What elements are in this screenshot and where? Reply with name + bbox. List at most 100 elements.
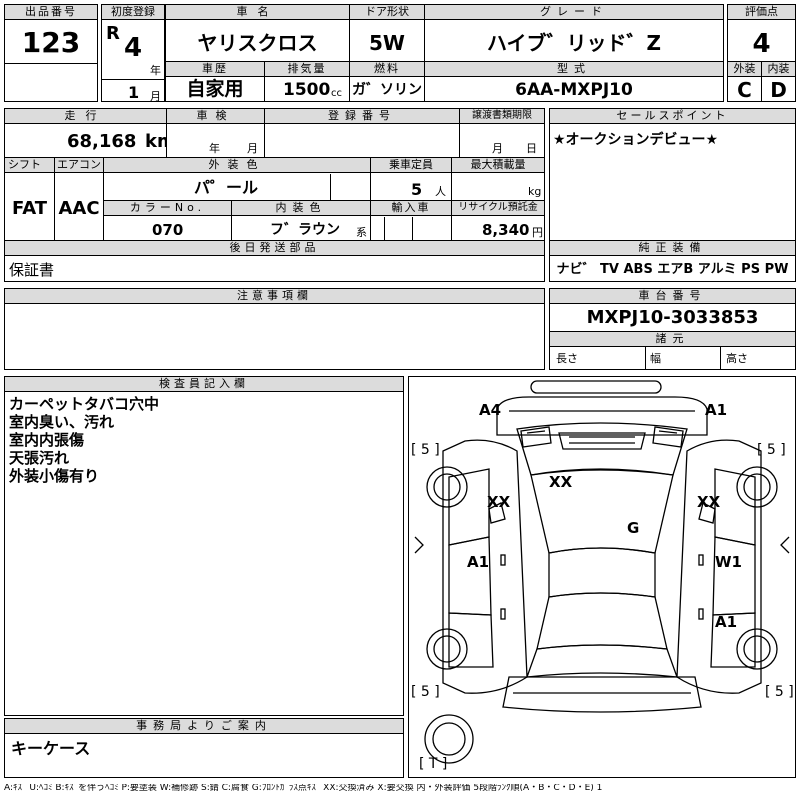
grade: ハイブ゛リッド゛Z xyxy=(486,31,662,55)
code-bracket-5-tl: [ 5 ] xyxy=(411,442,440,458)
code-xx-left: XX xyxy=(487,493,511,511)
later-parts-box: 後日発送部品 保証書 xyxy=(4,240,545,282)
inspector-note: カーペットタバコ穴中 xyxy=(9,395,160,413)
recycle-unit: 円 xyxy=(532,226,543,239)
interior-color-unit: 系 xyxy=(356,226,367,239)
code-bracket-t: [ T ] xyxy=(419,756,448,772)
capacity-unit: 人 xyxy=(435,185,446,198)
inspection-month-unit: 月 xyxy=(247,142,258,155)
interior-label: 内装 xyxy=(762,62,795,77)
office-label: 事務局よりご案内 xyxy=(5,719,403,734)
selling-point-label: セールスポイント xyxy=(550,109,795,124)
later-parts: 保証書 xyxy=(9,261,55,279)
score-label: 評価点 xyxy=(728,5,795,20)
legend: A:ｷｽﾞ U:ﾍｺﾐ B:ｷｽﾞを伴うﾍｺﾐ P:要塗装 W:補修跡 S:錆 … xyxy=(4,784,603,793)
color-number-box: カラーNo. 070 xyxy=(103,200,232,241)
inspector-note: 外装小傷有り xyxy=(9,467,100,485)
displacement-box: 排気量 1500 cc xyxy=(264,61,350,102)
mileage-label: 走行 xyxy=(5,109,166,124)
equipment: ナビ゛ TV ABS エアB アルミ PS PW xyxy=(556,262,789,277)
lot-number-label: 出品番号 xyxy=(5,5,97,20)
capacity-box: 乗車定員 5 人 xyxy=(370,157,452,201)
score: 4 xyxy=(752,29,771,59)
transfer-month-unit: 月 xyxy=(492,142,503,155)
inspector-note: 室内内張傷 xyxy=(9,431,85,449)
lot-number-box: 出品番号 123 xyxy=(4,4,98,102)
lot-number: 123 xyxy=(21,26,81,59)
code-a4: A4 xyxy=(479,401,502,419)
inspection-year-unit: 年 xyxy=(209,142,220,155)
max-load-label: 最大積載量 xyxy=(452,158,544,173)
registration-month: 1 xyxy=(128,83,140,102)
model-box: 型式 6AA-MXPJ10 xyxy=(424,61,724,102)
capacity-label: 乗車定員 xyxy=(371,158,451,173)
shift: FAT xyxy=(11,198,48,219)
car-outline xyxy=(414,380,790,764)
code-xx-roof: XX xyxy=(549,473,573,491)
car-name-box: 車名 ヤリスクロス xyxy=(165,4,350,62)
transfer-day-unit: 日 xyxy=(526,142,537,155)
displacement-unit: cc xyxy=(331,88,342,99)
code-a1-left: A1 xyxy=(467,553,490,571)
interior-color-box: 内装色 フ゛ラウン 系 xyxy=(231,200,371,241)
import-box: 輸入車 xyxy=(370,200,452,241)
grade-label: グレード xyxy=(425,5,723,20)
color-number: 070 xyxy=(152,221,184,239)
ac-box: エアコン AAC xyxy=(54,157,104,241)
code-g: G xyxy=(627,519,640,537)
registration-number-label: 登録番号 xyxy=(265,109,459,124)
fuel-box: 燃料 ガ゛ソリン xyxy=(349,61,425,102)
fuel-label: 燃料 xyxy=(350,62,424,77)
chassis-label: 車台番号 xyxy=(550,289,795,304)
shift-label: シフト xyxy=(5,158,54,173)
exterior-color: パ゜ール xyxy=(194,178,259,197)
code-w1: W1 xyxy=(715,553,742,571)
specs-label: 諸元 xyxy=(550,331,795,347)
spec-height: 高さ xyxy=(726,352,748,365)
score-box: 評価点 4 xyxy=(727,4,796,62)
car-name-label: 車名 xyxy=(166,5,349,20)
inspector-box: 検査員記入欄 カーペットタバコ穴中 室内臭い、汚れ 室内内張傷 天張汚れ 外装小… xyxy=(4,376,404,716)
ac: AAC xyxy=(58,198,100,219)
model-code: 6AA-MXPJ10 xyxy=(515,80,633,100)
office-box: 事務局よりご案内 キーケース xyxy=(4,718,404,778)
color-number-label: カラーNo. xyxy=(104,201,231,216)
interior-grade-box: 内装 D xyxy=(761,61,796,102)
chassis-box: 車台番号 MXPJ10-3033853 諸元 長さ 幅 高さ xyxy=(549,288,796,370)
year-unit: 年 xyxy=(150,64,161,77)
mileage-unit: km xyxy=(145,131,166,152)
exterior-color-box: 外装色 パ゜ール xyxy=(103,157,371,201)
office-text: キーケース xyxy=(11,739,91,758)
inspector-notes: カーペットタバコ穴中 室内臭い、汚れ 室内内張傷 天張汚れ 外装小傷有り xyxy=(9,395,159,485)
transfer-deadline-box: 譲渡書類期限 月 日 xyxy=(459,108,545,158)
code-bracket-5-bl: [ 5 ] xyxy=(411,684,440,700)
exterior-grade: C xyxy=(737,78,752,102)
equipment-label: 純正装備 xyxy=(550,241,795,256)
spec-width: 幅 xyxy=(650,352,661,365)
import-label: 輸入車 xyxy=(371,201,451,216)
exterior-color-label: 外装色 xyxy=(104,158,370,173)
registration-number-box: 登録番号 xyxy=(264,108,460,158)
inspector-label: 検査員記入欄 xyxy=(5,377,403,392)
ac-label: エアコン xyxy=(55,158,103,173)
code-bracket-5-br: [ 5 ] xyxy=(765,684,794,700)
inspector-note: 天張汚れ xyxy=(9,449,70,467)
later-parts-label: 後日発送部品 xyxy=(5,241,544,256)
registration-year: 4 xyxy=(124,33,143,63)
interior-color: フ゛ラウン xyxy=(270,222,340,238)
inspection-label: 車検 xyxy=(167,109,264,124)
exterior-grade-box: 外装 C xyxy=(727,61,762,102)
inspection-box: 車検 年 月 xyxy=(166,108,265,158)
month-unit: 月 xyxy=(150,90,161,102)
code-a1-right: A1 xyxy=(715,613,738,631)
recycle-box: リサイクル預託金 8,340 円 xyxy=(451,200,545,241)
code-a1-front: A1 xyxy=(705,401,728,419)
mileage: 68,168 xyxy=(67,131,137,152)
door-box: ドア形状 5W xyxy=(349,4,425,62)
first-registration-box: 初度登録 R 4 年 1 月 xyxy=(101,4,165,102)
history-label: 車歴 xyxy=(166,62,264,77)
max-load-box: 最大積載量 kg xyxy=(451,157,545,201)
displacement: 1500 xyxy=(283,80,331,100)
max-load-unit: kg xyxy=(528,185,542,198)
fuel: ガ゛ソリン xyxy=(352,82,422,98)
